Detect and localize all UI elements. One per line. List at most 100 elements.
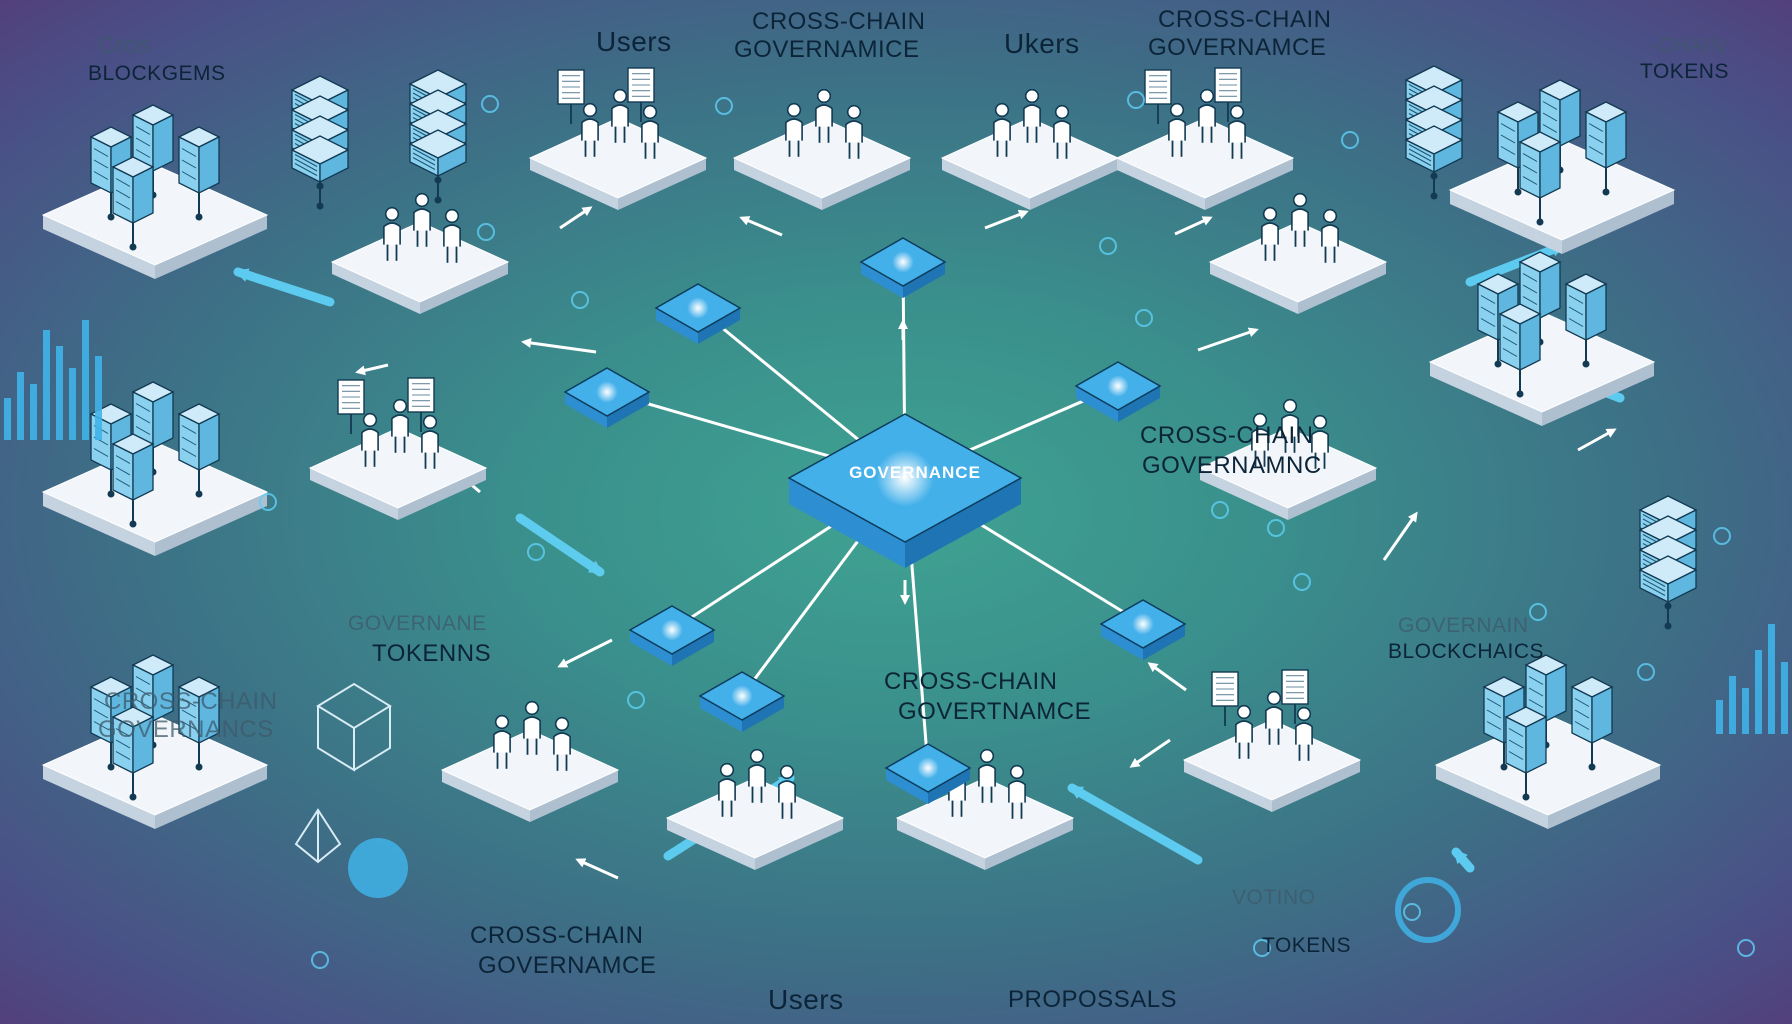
particle-9 xyxy=(1713,527,1731,545)
core-node xyxy=(787,413,1023,568)
users-platform-1 xyxy=(732,88,912,210)
flow-arrow-2 xyxy=(515,513,605,577)
label-top-users: Users xyxy=(596,26,672,57)
label-top-governance-2-line2: GOVERNAMCE xyxy=(1148,34,1327,61)
label-bottom-users: Users xyxy=(768,984,844,1015)
token-coin-right xyxy=(1395,877,1461,943)
label-top-governance-1-line2: GOVERNAMICE xyxy=(734,36,920,63)
block-platform-4 xyxy=(41,654,269,829)
hub-node-5 xyxy=(1099,599,1187,660)
server-stack-1 xyxy=(408,69,468,204)
hub-node-6 xyxy=(698,671,786,732)
particle-18 xyxy=(571,291,589,309)
particle-4 xyxy=(1135,309,1153,327)
label-bottom-voting: VOTINO xyxy=(1232,886,1316,909)
label-left-tokens-line2: TOKENNS xyxy=(372,640,492,667)
label-bottom-governance-line1: CROSS-CHAIN xyxy=(470,922,644,949)
arrow-8 xyxy=(1382,511,1418,561)
label-left-governance-line1: CROSS-CHAIN xyxy=(104,688,278,715)
hub-node-0 xyxy=(859,237,947,298)
label-left-governance-line2: GOVERNANCS xyxy=(98,716,274,743)
arrow-10 xyxy=(1147,662,1187,692)
arrow-1 xyxy=(559,206,593,230)
hub-node-1 xyxy=(654,283,742,344)
label-left-tokens-line1: GOVERNANE xyxy=(348,612,487,635)
hub-node-7 xyxy=(884,743,972,804)
particle-20 xyxy=(477,223,495,241)
label-top-governance-1-line1: CROSS-CHAIN xyxy=(752,8,926,35)
label-bottom-proposals: PROPOSSALS xyxy=(1008,986,1178,1013)
arrow-3 xyxy=(984,209,1029,230)
bar-chart-left xyxy=(4,320,102,440)
arrow-12 xyxy=(1129,738,1171,768)
arrow-4 xyxy=(1174,216,1213,236)
particle-5 xyxy=(259,493,277,511)
label-right-governance-line2: GOVERNAMNC xyxy=(1142,452,1322,479)
block-platform-1 xyxy=(1448,79,1676,254)
label-bottom-tokens: TOKENS xyxy=(1262,934,1351,957)
label-center-governance-line2: GOVERTNAMCE xyxy=(898,698,1092,725)
particle-15 xyxy=(1267,519,1285,537)
flow-arrow-1 xyxy=(233,267,335,307)
arrow-11 xyxy=(575,858,619,880)
users-platform-6 xyxy=(308,377,488,520)
particle-11 xyxy=(1253,939,1271,957)
users-platform-7 xyxy=(1198,398,1378,520)
particle-13 xyxy=(1737,939,1755,957)
particle-0 xyxy=(481,95,499,113)
particle-8 xyxy=(1637,663,1655,681)
hub-node-3 xyxy=(1074,361,1162,422)
users-platform-5 xyxy=(1208,192,1388,314)
arrow-6 xyxy=(1197,327,1259,352)
users-platform-11 xyxy=(895,748,1075,870)
particle-1 xyxy=(715,97,733,115)
users-platform-2 xyxy=(940,88,1120,210)
label-bottom-governance-line2: GOVERNAMCE xyxy=(478,952,657,979)
network-glyph xyxy=(294,808,342,864)
label-right-blockchains-line2: BLOCKCHAICS xyxy=(1388,640,1545,663)
particle-2 xyxy=(1127,91,1145,109)
users-platform-8 xyxy=(440,700,620,822)
flow-arrow-4 xyxy=(1067,783,1203,865)
particle-10 xyxy=(311,951,329,969)
block-platform-5 xyxy=(1434,654,1662,829)
token-coin-left xyxy=(348,838,408,898)
server-stack-0 xyxy=(290,75,350,210)
label-center-governance-line1: CROSS-CHAIN xyxy=(884,668,1058,695)
block-platform-3 xyxy=(41,381,269,556)
particle-17 xyxy=(1211,501,1229,519)
users-platform-9 xyxy=(1182,669,1362,812)
particle-12 xyxy=(1403,903,1421,921)
label-right-blockchains-line1: GOVERNAIN xyxy=(1398,614,1529,637)
particle-3 xyxy=(1099,237,1117,255)
block-platform-2 xyxy=(1428,251,1656,426)
flow-arrow-7 xyxy=(1451,847,1475,873)
label-top-left-line1: Cros xyxy=(98,32,151,59)
label-top-right-line1: -CHAIN xyxy=(1650,34,1726,57)
core-governance-label: GOVERNANCE xyxy=(849,463,981,482)
particle-7 xyxy=(1529,603,1547,621)
hub-node-2 xyxy=(563,367,651,428)
arrow-9 xyxy=(557,638,613,668)
label-right-governance-line1: CROSS-CHAIN xyxy=(1140,422,1314,449)
particle-6 xyxy=(1293,573,1311,591)
server-stack-3 xyxy=(1638,495,1698,630)
server-stack-2 xyxy=(1404,65,1464,200)
users-platform-3 xyxy=(1115,67,1295,210)
bar-chart-right xyxy=(1716,624,1788,734)
block-platform-0 xyxy=(41,104,269,279)
label-top-left-line2: BLOCKGEMS xyxy=(88,62,226,85)
arrow-16 xyxy=(1577,428,1617,452)
label-top-governance-2-line1: CROSS-CHAIN xyxy=(1158,6,1332,33)
hub-node-4 xyxy=(628,605,716,666)
users-platform-10 xyxy=(665,748,845,870)
arrow-5 xyxy=(521,338,597,354)
users-platform-0 xyxy=(528,67,708,210)
label-top-right-line2: TOKENS xyxy=(1640,60,1729,83)
flow-arrow-5 xyxy=(1465,241,1567,287)
wireframe-cube xyxy=(316,682,392,772)
particle-14 xyxy=(527,543,545,561)
arrow-2 xyxy=(739,216,783,237)
